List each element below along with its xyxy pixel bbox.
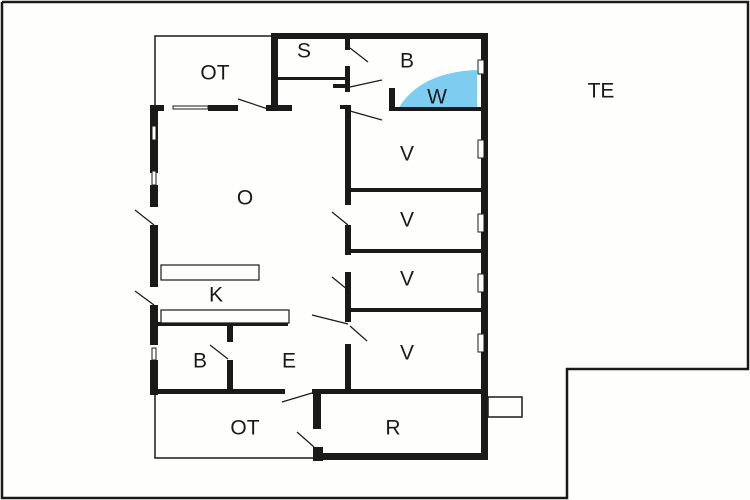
room-label-s: S [297, 40, 311, 63]
room-label-b-bottom: B [193, 350, 207, 373]
door-swings [134, 47, 383, 448]
room-label-w: W [427, 86, 447, 109]
room-label-o: O [237, 187, 253, 210]
room-label-v4: V [400, 342, 414, 365]
room-label-ot-top: OT [200, 62, 229, 85]
room-label-v1: V [400, 143, 414, 166]
room-label-r: R [385, 417, 400, 440]
room-label-v3: V [400, 268, 414, 291]
room-label-k: K [209, 284, 223, 307]
room-label-te: TE [588, 80, 615, 103]
room-labels: OT S B W O V V V V K B E OT R TE [193, 40, 614, 440]
room-label-e: E [282, 350, 296, 373]
room-label-ot-bottom: OT [230, 417, 259, 440]
wet-area-w [398, 70, 477, 109]
kitchen-counters [160, 264, 290, 324]
room-label-b-top: B [400, 50, 414, 73]
windows [151, 59, 485, 361]
room-label-v2: V [400, 209, 414, 232]
